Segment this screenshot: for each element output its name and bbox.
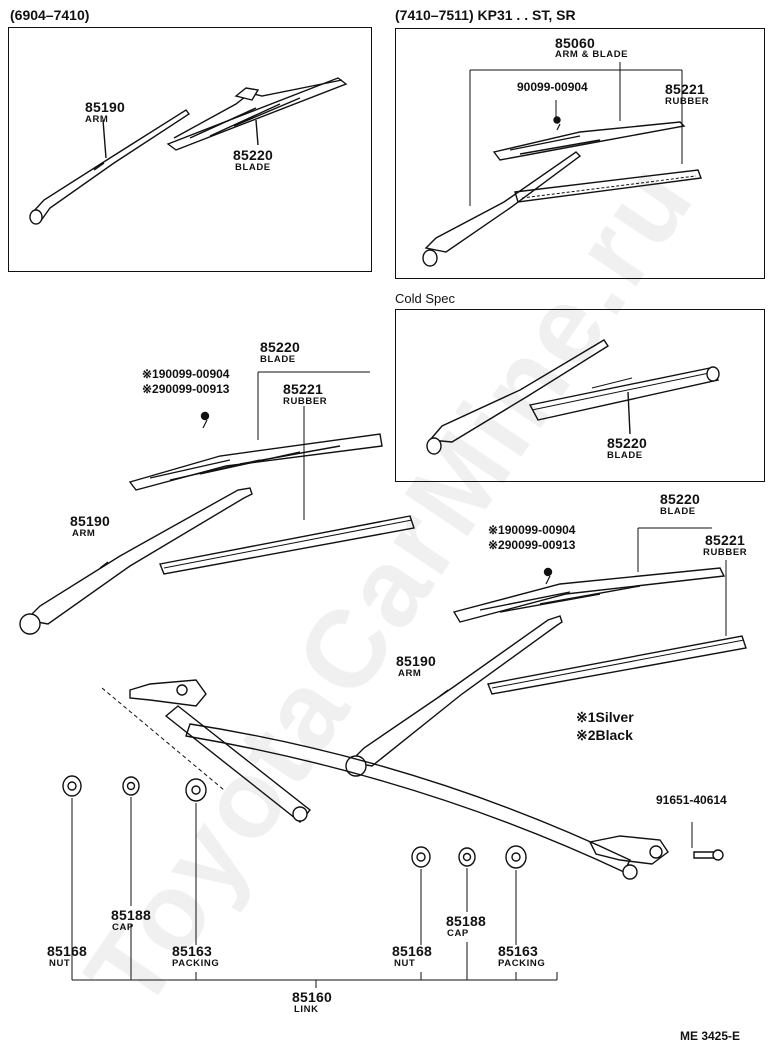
top-left-arm-label: ARM	[85, 114, 109, 125]
top-left-blade-number: 85220	[233, 147, 273, 163]
hardware-drawing	[62, 775, 527, 869]
panel-cold-spec	[395, 309, 765, 482]
middle-right-blade-drawing	[452, 527, 747, 695]
middle-left-blade-number: 85220	[260, 339, 300, 355]
legend-silver: ※1Silver	[576, 709, 634, 725]
middle-left-screw-2: ※290099-00913	[142, 382, 230, 396]
right-nut-number: 85168	[392, 943, 432, 959]
right-nut-label: NUT	[394, 958, 416, 969]
right-packing-number: 85163	[498, 943, 538, 959]
middle-right-screw-1: ※190099-00904	[488, 523, 576, 537]
panel-top-right	[395, 28, 765, 279]
right-cap-label: CAP	[447, 928, 469, 939]
diagram-code: ME 3425-E	[680, 1029, 741, 1043]
cold-spec-blade-number: 85220	[607, 435, 647, 451]
middle-right-arm-label: ARM	[398, 668, 422, 679]
middle-left-screw-1: ※190099-00904	[142, 367, 230, 381]
top-left-arm-drawing	[29, 109, 191, 225]
cold-spec-header: Cold Spec	[395, 291, 455, 306]
middle-right-blade-number: 85220	[660, 491, 700, 507]
middle-left-rubber-label: RUBBER	[283, 396, 328, 407]
left-nut-number: 85168	[47, 943, 87, 959]
leader-lines	[71, 797, 558, 988]
left-packing-label: PACKING	[172, 958, 220, 969]
panel-top-left	[8, 27, 372, 272]
middle-left-blade-drawing	[128, 371, 415, 575]
top-right-screw-number: 90099-00904	[517, 80, 588, 94]
middle-left-blade-label: BLADE	[260, 354, 296, 365]
top-right-rubber-label: RUBBER	[665, 96, 710, 107]
middle-left-arm-number: 85190	[70, 513, 110, 529]
left-cap-label: CAP	[112, 922, 134, 933]
top-right-arm-blade-number: 85060	[555, 35, 595, 51]
middle-right-arm-number: 85190	[396, 653, 436, 669]
right-cap-number: 85188	[446, 913, 486, 929]
middle-left-arm-drawing	[19, 487, 253, 635]
middle-left-arm-label: ARM	[72, 528, 96, 539]
top-left-blade-drawing	[166, 77, 348, 151]
cold-spec-drawing	[426, 339, 720, 455]
left-cap-number: 85188	[111, 907, 151, 923]
cold-spec-blade-label: BLADE	[607, 450, 643, 461]
middle-right-rubber-label: RUBBER	[703, 547, 748, 558]
middle-left-rubber-number: 85221	[283, 381, 323, 397]
top-right-rubber-number: 85221	[665, 81, 705, 97]
middle-right-rubber-number: 85221	[705, 532, 745, 548]
top-right-header: (7410–7511) KP31 . . ST, SR	[395, 7, 576, 23]
middle-right-blade-label: BLADE	[660, 506, 696, 517]
middle-right-screw-2: ※290099-00913	[488, 538, 576, 552]
top-right-arm-blade-drawing	[422, 62, 702, 267]
bolt-drawing	[691, 822, 724, 861]
top-left-header: (6904–7410)	[10, 7, 90, 23]
middle-right-arm-drawing	[345, 615, 563, 777]
bolt-number: 91651-40614	[656, 793, 727, 807]
linkage-drawing	[101, 679, 669, 880]
legend-black: ※2Black	[576, 727, 633, 743]
link-number: 85160	[292, 989, 332, 1005]
top-left-blade-label: BLADE	[235, 162, 271, 173]
top-right-arm-blade-label: ARM & BLADE	[555, 49, 629, 60]
link-label: LINK	[294, 1004, 319, 1015]
right-packing-label: PACKING	[498, 958, 546, 969]
left-nut-label: NUT	[49, 958, 71, 969]
left-packing-number: 85163	[172, 943, 212, 959]
top-left-arm-number: 85190	[85, 99, 125, 115]
